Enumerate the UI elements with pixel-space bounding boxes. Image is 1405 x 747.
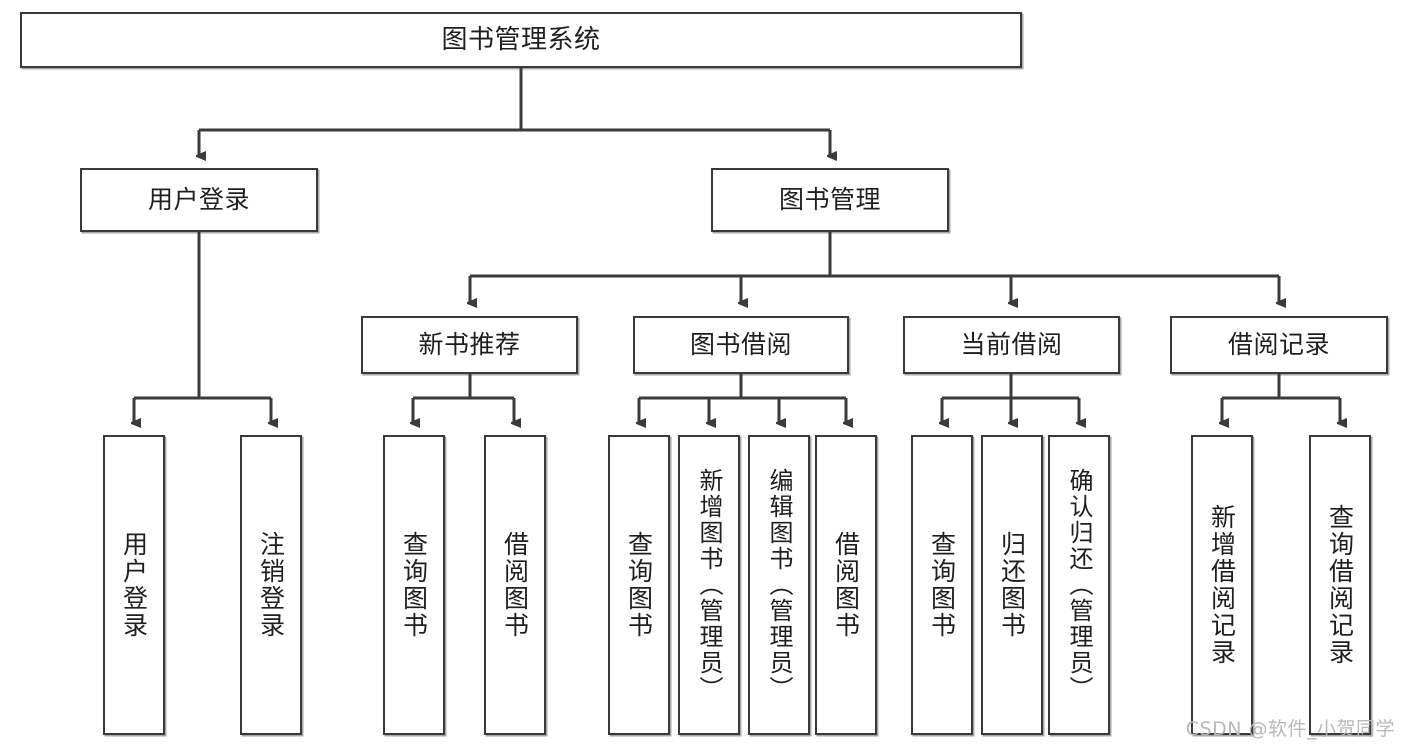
watermark: CSDN @软件_小贺同学 xyxy=(1185,718,1395,740)
leaf-add-borrow-record[interactable]: 新增借阅记录 xyxy=(1191,435,1253,735)
node-new-book-recommend[interactable]: 新书推荐 xyxy=(361,316,578,374)
node-label: 借阅记录 xyxy=(1227,330,1330,360)
node-label: 编辑图书（管理员） xyxy=(765,468,793,702)
leaf-return-book[interactable]: 归还图书 xyxy=(981,435,1043,735)
leaf-confirm-return-admin[interactable]: 确认归还（管理员） xyxy=(1048,435,1110,735)
leaf-user-login[interactable]: 用户登录 xyxy=(103,435,165,735)
node-label: 借阅图书 xyxy=(500,531,530,639)
node-label: 用户登录 xyxy=(119,531,149,639)
leaf-borrow-book-borrow[interactable]: 借阅图书 xyxy=(815,435,877,735)
node-label: 新书推荐 xyxy=(418,330,521,360)
node-label: 图书管理 xyxy=(778,185,881,215)
node-label: 查询图书 xyxy=(399,531,429,639)
node-user-login[interactable]: 用户登录 xyxy=(80,168,318,232)
leaf-query-borrow-record[interactable]: 查询借阅记录 xyxy=(1309,435,1371,735)
node-root-system[interactable]: 图书管理系统 xyxy=(20,12,1022,68)
node-borrow-record[interactable]: 借阅记录 xyxy=(1170,316,1388,374)
node-label: 借阅图书 xyxy=(831,531,861,639)
leaf-borrow-book-recommend[interactable]: 借阅图书 xyxy=(484,435,546,735)
node-label: 查询借阅记录 xyxy=(1325,504,1355,666)
node-current-borrow[interactable]: 当前借阅 xyxy=(903,316,1120,374)
node-label: 注销登录 xyxy=(256,531,286,639)
leaf-query-book-recommend[interactable]: 查询图书 xyxy=(383,435,445,735)
node-label: 归还图书 xyxy=(997,531,1027,639)
node-label: 查询图书 xyxy=(624,531,654,639)
leaf-query-book-current[interactable]: 查询图书 xyxy=(911,435,973,735)
leaf-query-book-borrow[interactable]: 查询图书 xyxy=(608,435,670,735)
leaf-add-book-admin[interactable]: 新增图书（管理员） xyxy=(678,435,740,735)
node-label: 图书借阅 xyxy=(689,330,792,360)
node-label: 图书管理系统 xyxy=(441,24,601,55)
node-label: 新增图书（管理员） xyxy=(695,468,723,702)
leaf-edit-book-admin[interactable]: 编辑图书（管理员） xyxy=(748,435,810,735)
node-label: 查询图书 xyxy=(927,531,957,639)
node-label: 确认归还（管理员） xyxy=(1065,468,1093,702)
node-book-borrow[interactable]: 图书借阅 xyxy=(633,316,849,374)
node-label: 当前借阅 xyxy=(960,330,1063,360)
node-book-management[interactable]: 图书管理 xyxy=(711,168,949,232)
leaf-logout-login[interactable]: 注销登录 xyxy=(240,435,302,735)
node-label: 用户登录 xyxy=(147,185,250,215)
node-label: 新增借阅记录 xyxy=(1207,504,1237,666)
